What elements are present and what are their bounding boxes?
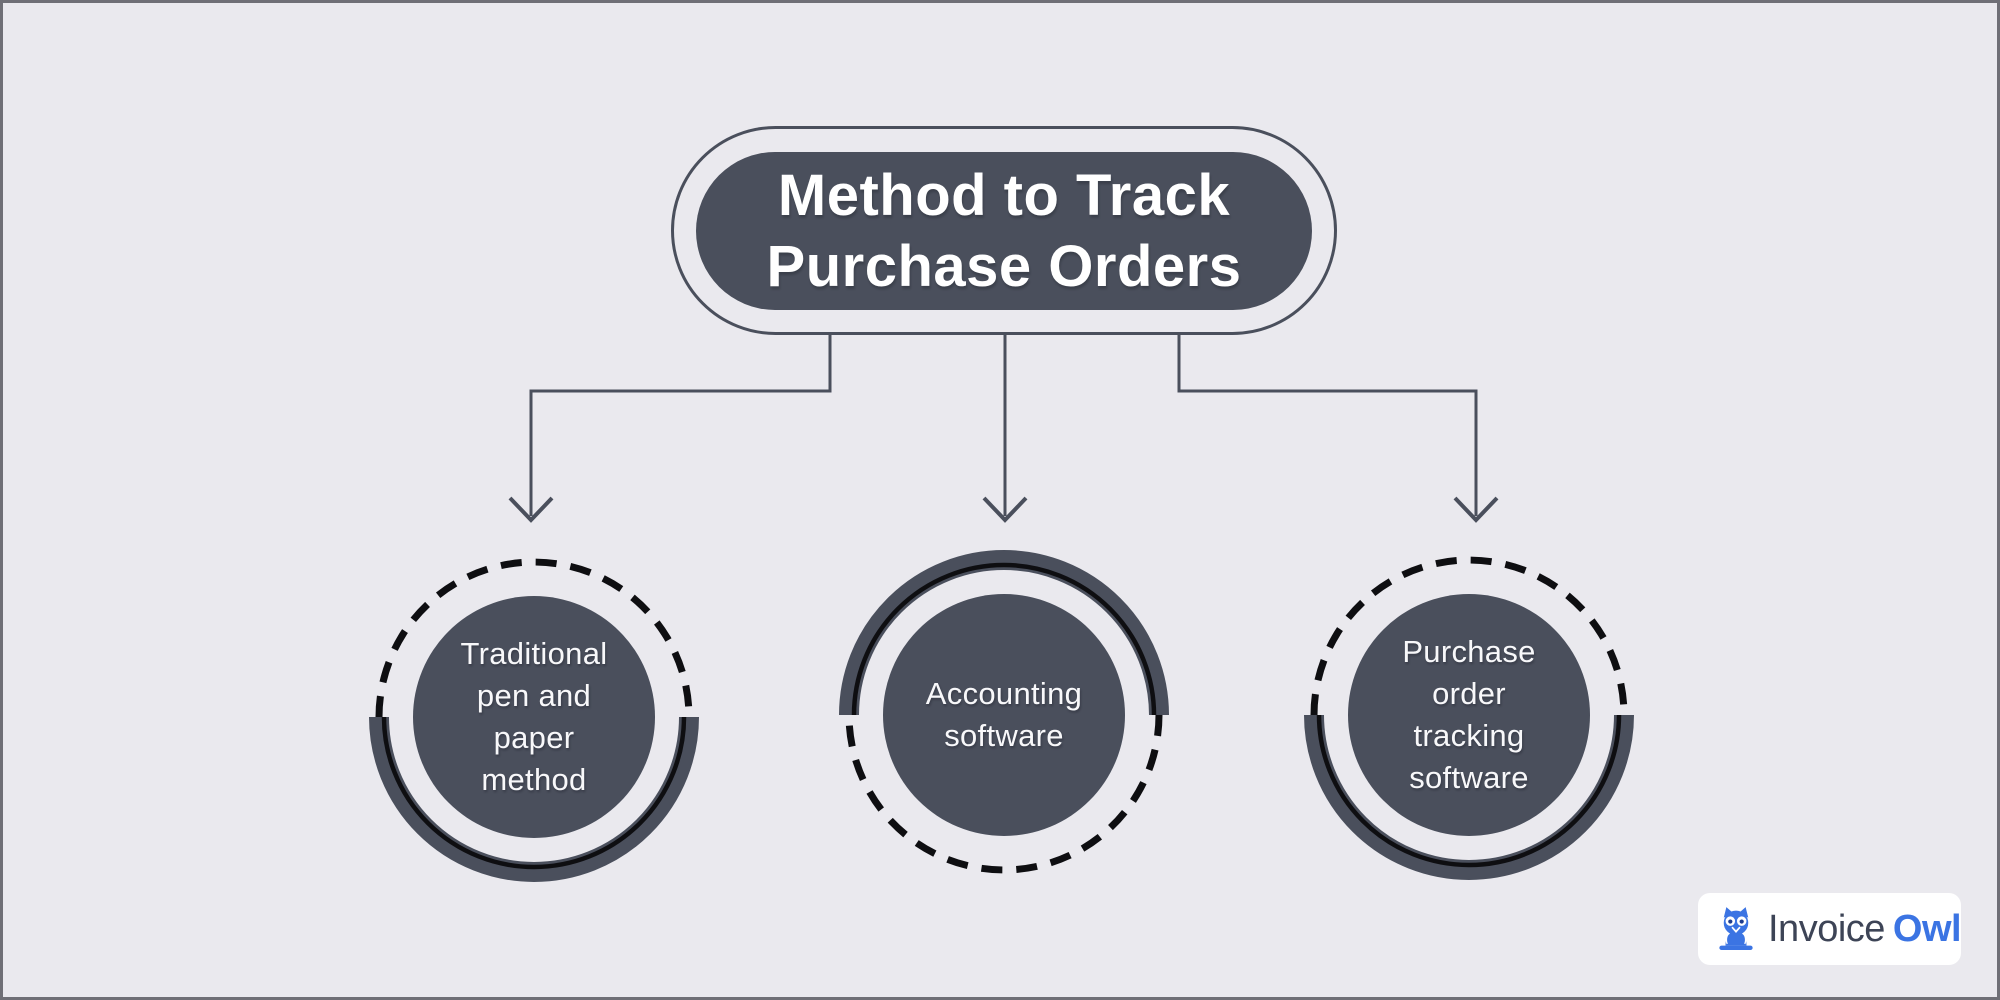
node-label-line: software	[944, 718, 1064, 753]
arrow-head-icon-middle	[982, 496, 1028, 523]
title-line-2: Purchase Orders	[766, 234, 1242, 299]
owl-icon	[1719, 907, 1753, 950]
title-outline	[671, 126, 1337, 335]
node-label-line: pen and	[476, 678, 592, 713]
arrow-head-icon-right	[1453, 496, 1499, 523]
node-label-line: paper	[493, 720, 575, 755]
node-rings	[369, 558, 699, 882]
node-label-line: software	[1409, 760, 1529, 795]
arrow-head-icon-left	[508, 496, 554, 523]
title-banner: Method to Track Purchase Orders	[696, 152, 1312, 310]
accent-arc	[1316, 714, 1622, 868]
arrow-line-right	[1177, 335, 1478, 516]
node-rings	[1304, 556, 1634, 880]
node-label-line: method	[481, 762, 587, 797]
solid-arc	[839, 550, 1169, 716]
node-po-tracking-software: Purchase order tracking software	[1299, 545, 1639, 885]
node-label: Accounting software	[883, 594, 1125, 836]
node-label-line: Accounting	[925, 676, 1083, 711]
node-label-line: order	[1432, 676, 1506, 711]
node-label: Purchase order tracking software	[1348, 594, 1590, 836]
dashed-arc	[375, 558, 693, 718]
solid-arc	[1304, 714, 1634, 880]
accent-arc	[381, 716, 687, 870]
node-traditional-pen-paper: Traditional pen and paper method	[364, 547, 704, 887]
dashed-arc	[1310, 556, 1628, 716]
node-label: Traditional pen and paper method	[413, 596, 655, 838]
solid-arc	[369, 716, 699, 882]
logo-text-invoice: Invoice	[1768, 907, 1885, 950]
dashed-arc	[845, 714, 1163, 874]
node-label-line: Traditional	[460, 636, 608, 671]
arrow-line-left	[529, 335, 832, 516]
logo-text-owl: Owl	[1892, 907, 1962, 950]
node-label-line: Purchase	[1402, 634, 1536, 669]
title-line-1: Method to Track	[777, 163, 1231, 228]
node-label-line: tracking	[1413, 718, 1525, 753]
node-rings	[839, 550, 1169, 874]
node-accounting-software: Accounting software	[834, 545, 1174, 885]
accent-arc	[851, 562, 1157, 716]
